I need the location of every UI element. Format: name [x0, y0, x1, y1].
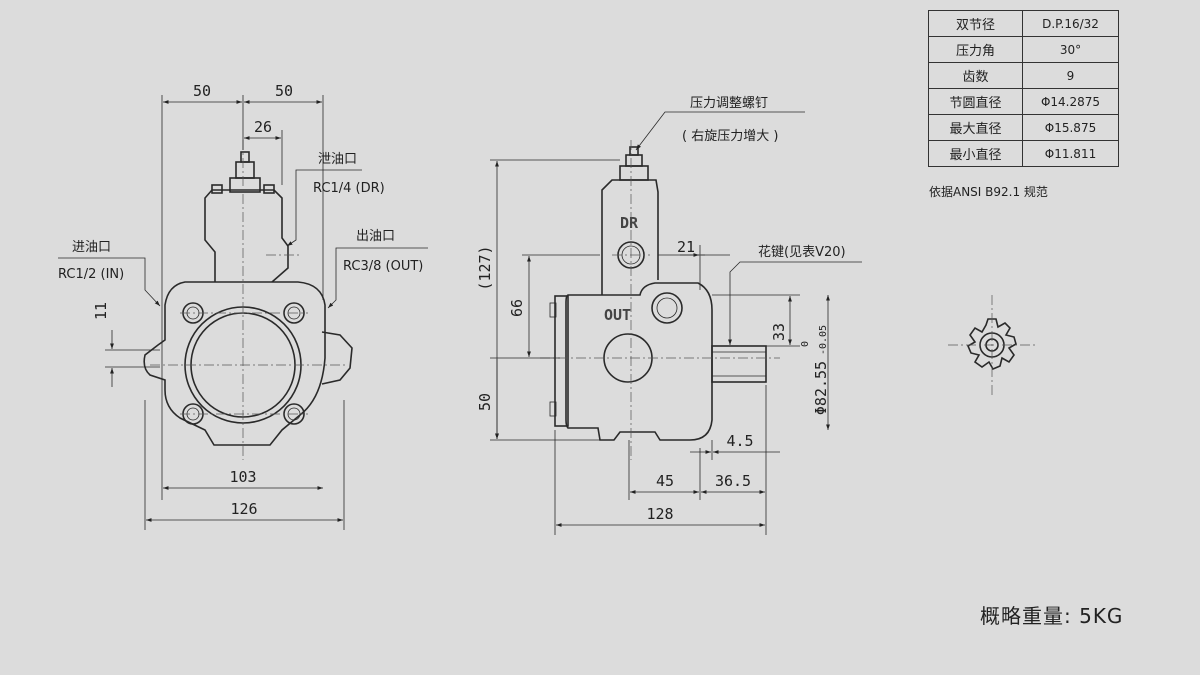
side-adjust-cap — [619, 165, 649, 181]
label-drain-spec: RC1/4 (DR) — [313, 181, 385, 196]
shaft — [711, 345, 767, 383]
dim-height: 11 — [92, 302, 110, 320]
label-adjust-screw: 压力调整螺钉 — [690, 96, 768, 111]
label-adjust-note: ( 右旋压力增大 ) — [682, 129, 778, 144]
dim-total-height: (127) — [476, 245, 494, 290]
dim-tol-lower: -0.05 — [818, 325, 829, 355]
label-spline: 花键(见表V20) — [758, 244, 846, 260]
side-body-outline — [565, 282, 713, 441]
dim-lower: 50 — [476, 393, 494, 411]
emboss-dr: DR — [620, 214, 639, 232]
label-inlet-spec: RC1/2 (IN) — [58, 267, 124, 282]
adjust-screw — [235, 161, 255, 179]
label-outlet-name: 出油口 — [356, 229, 395, 244]
dim-inner-width: 103 — [229, 468, 256, 486]
dim-len-a: 45 — [656, 472, 674, 490]
upper-housing — [204, 189, 289, 283]
dim-offset: 26 — [254, 118, 272, 136]
standard-note: 依据ANSI B92.1 规范 — [929, 185, 1048, 199]
dim-outer-width: 126 — [230, 500, 257, 518]
weight-label: 概略重量: 5KG — [980, 604, 1124, 628]
dim-top-left: 50 — [193, 82, 211, 100]
side-flange — [554, 295, 569, 427]
label-outlet-spec: RC3/8 (OUT) — [343, 259, 423, 274]
dim-port-offset: 21 — [677, 238, 695, 256]
dim-shaft-dia: Φ82.55 — [812, 361, 830, 415]
outlet-boss — [321, 331, 353, 385]
front-view: 50 50 26 103 126 11 泄油口 RC1/4 (DR) 出油口 R… — [58, 82, 428, 530]
emboss-out: OUT — [604, 306, 631, 324]
side-upper-body — [601, 179, 659, 295]
side-view: DR OUT — [476, 96, 862, 535]
out-port — [651, 292, 683, 324]
dim-top-right: 50 — [275, 82, 293, 100]
dim-upper: 66 — [508, 299, 526, 317]
dim-step: 4.5 — [726, 432, 753, 450]
dim-key-height: 33 — [770, 323, 788, 341]
dim-total-length: 128 — [646, 505, 673, 523]
pump-body-outline — [143, 281, 326, 446]
spline-gear-icon — [948, 295, 1036, 395]
label-drain-name: 泄油口 — [318, 152, 357, 167]
dim-tol-upper: 0 — [800, 341, 811, 347]
label-inlet-name: 进油口 — [72, 240, 111, 255]
dim-len-b: 36.5 — [715, 472, 751, 490]
